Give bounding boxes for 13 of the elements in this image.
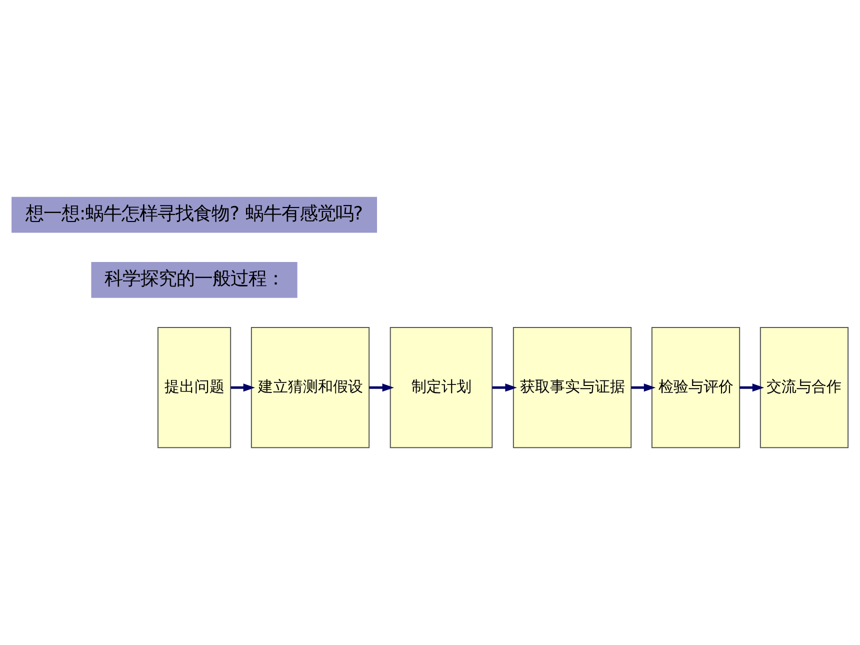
arrow [492, 383, 517, 392]
node-box: 建立猜测和假设 [250, 327, 370, 448]
arrow [740, 383, 764, 392]
arrow [631, 383, 656, 392]
node-box: 科学探究的一般过程： [91, 262, 298, 298]
node-box: 想一想:蜗牛怎样寻找食物? 蜗牛有感觉吗? [12, 196, 378, 233]
node-box: 交流与合作 [760, 327, 849, 448]
node-box: 检验与评价 [651, 327, 740, 448]
arrow [230, 383, 256, 392]
node-box: 提出问题 [157, 327, 232, 448]
node-box: 获取事实与证据 [512, 327, 632, 448]
node-box: 制定计划 [390, 327, 493, 448]
arrow [369, 383, 394, 392]
